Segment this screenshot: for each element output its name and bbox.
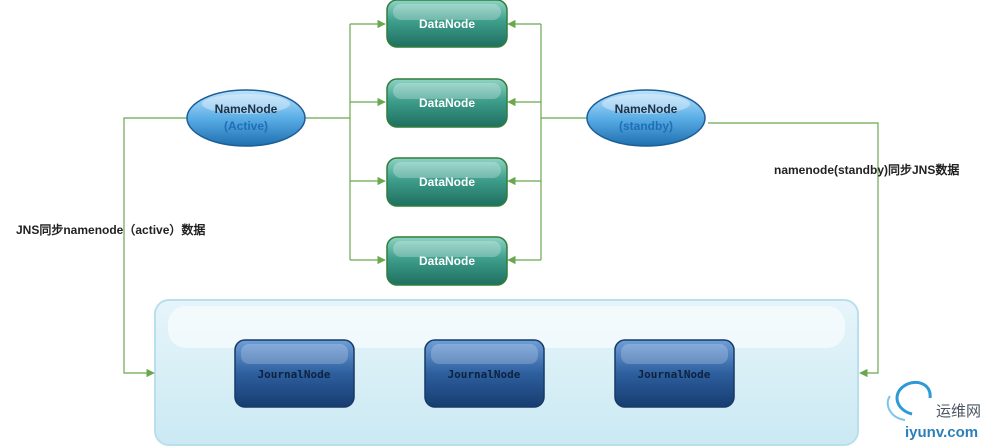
journalnode-3: JournalNode xyxy=(614,339,735,408)
datanode-2-label: DataNode xyxy=(419,96,475,110)
watermark-logo: 运维网 iyunv.com xyxy=(886,381,981,441)
standby-sync-label: namenode(standby)同步JNS数据 xyxy=(774,162,959,177)
namenode-active: NameNode (Active) xyxy=(186,89,306,147)
journalnode-3-label: JournalNode xyxy=(638,368,711,381)
datanode-1-label: DataNode xyxy=(419,17,475,31)
namenode-standby-name: NameNode xyxy=(615,102,678,116)
datanode-1: DataNode xyxy=(386,0,508,48)
datanode-2: DataNode xyxy=(386,78,508,128)
datanode-3-label: DataNode xyxy=(419,175,475,189)
journalnode-2: JournalNode xyxy=(424,339,545,408)
watermark-cn: 运维网 xyxy=(936,402,981,420)
journalnode-2-label: JournalNode xyxy=(448,368,521,381)
namenode-standby: NameNode (standby) xyxy=(586,89,706,147)
active-sync-label: JNS同步namenode（active）数据 xyxy=(16,222,205,237)
watermark-swirl-icon xyxy=(895,381,932,416)
namenode-active-name: NameNode xyxy=(215,102,278,116)
namenode-standby-role: (standby) xyxy=(619,119,673,133)
datanode-4-label: DataNode xyxy=(419,254,475,268)
journal-to-standby-arrow xyxy=(708,122,879,378)
journalnode-1: JournalNode xyxy=(234,339,355,408)
datanode-3: DataNode xyxy=(386,157,508,207)
watermark-en: iyunv.com xyxy=(905,424,978,441)
connectors xyxy=(123,19,879,378)
namenode-active-role: (Active) xyxy=(224,119,268,133)
journalnode-1-label: JournalNode xyxy=(258,368,331,381)
datanode-4: DataNode xyxy=(386,236,508,286)
active-to-journal-arrow xyxy=(123,117,188,378)
